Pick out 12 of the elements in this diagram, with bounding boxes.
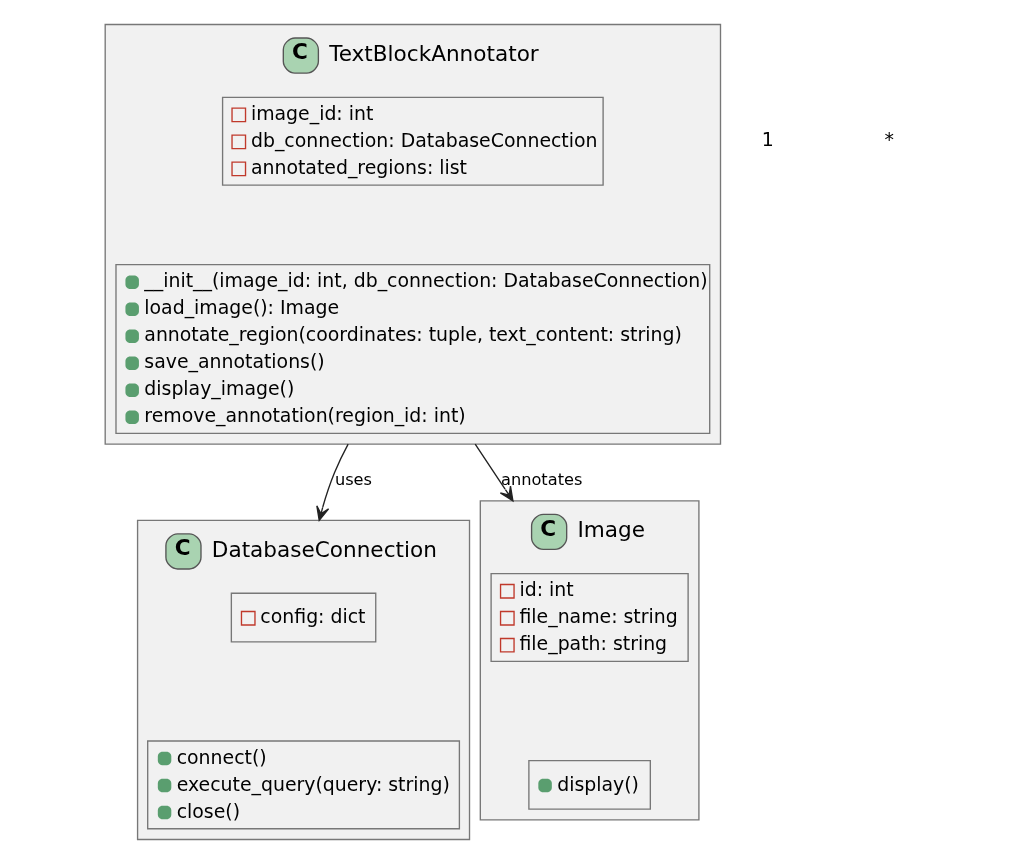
edge-label: uses <box>334 470 372 490</box>
label: 1 <box>761 128 774 151</box>
arrow <box>474 443 514 502</box>
node-box: id: int file_name: string file_path: string <box>489 573 689 663</box>
node-box: display() <box>527 759 651 810</box>
node-box: image_id: int db_connection: DatabaseConnection annotated_regions: list <box>221 96 604 186</box>
edge-label: annotates <box>500 470 582 490</box>
arrow <box>315 443 349 522</box>
node-box: __init__(image_id: int, db_connection: DatabaseConnection) load_image(): Image annotate_region(coordinates: tuple, text_content: string) save_annotations() display_image() remove_annotation(region_id: int) <box>114 264 710 435</box>
node-box: config: dict <box>230 592 376 643</box>
label: * <box>883 128 894 151</box>
node-box: connect() execute_query(query: string) close() <box>146 740 460 830</box>
